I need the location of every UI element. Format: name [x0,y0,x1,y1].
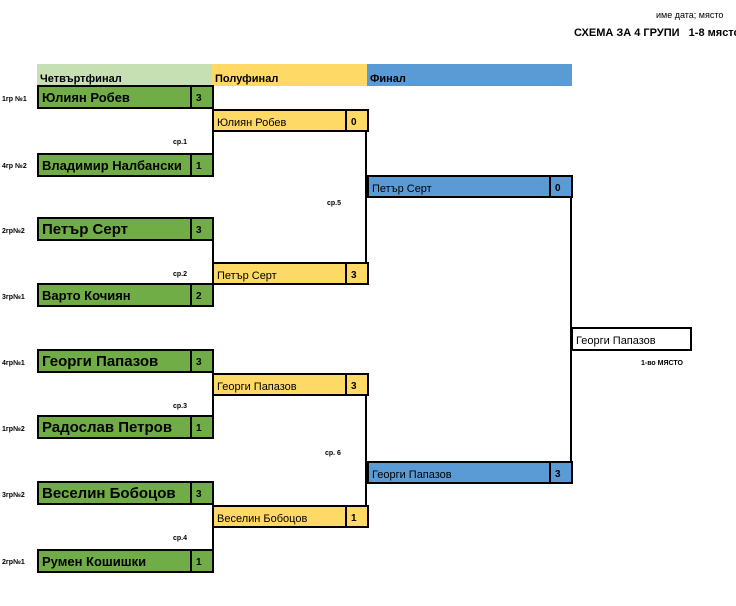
seed-label: 4гр №2 [2,163,27,170]
player-name: Георги Папазов [217,380,297,393]
winner-label: 1-во МЯСТО [641,360,683,367]
player-name: Юлиян Робев [217,116,287,129]
player-name: Юлиян Робев [42,89,130,105]
player-score: 3 [190,483,212,503]
quarterfinal-entry: Петър Серт 3 [37,217,214,241]
player-score: 3 [190,219,212,239]
final-entry: Петър Серт 0 [367,175,573,198]
quarterfinal-entry: Веселин Бобоцов 3 [37,481,214,505]
player-name: Веселин Бобоцов [217,512,308,525]
round-header-semifinal: Полуфинал [212,64,367,86]
player-score: 0 [549,177,571,196]
seed-label: 2гр№2 [2,228,25,235]
semifinal-entry: Веселин Бобоцов 1 [212,505,369,528]
quarterfinal-entry: Румен Кошишки 1 [37,549,214,573]
match-label: ср.4 [173,535,188,542]
match-label: ср. 6 [325,450,341,457]
match-label: ср.5 [327,200,342,207]
player-name: Радослав Петров [42,418,173,436]
player-score: 1 [190,155,212,175]
player-name: Веселин Бобоцов [42,484,176,502]
connector-line [365,395,367,508]
player-score: 1 [190,551,212,571]
player-name: Петър Серт [217,269,277,282]
page-title: СХЕМА ЗА 4 ГРУПИ 1-8 място [574,27,736,39]
quarterfinal-entry: Юлиян Робев 3 [37,85,214,109]
seed-label: 3гр№2 [2,492,25,499]
match-label: ср.1 [173,139,188,146]
final-entry: Георги Папазов 3 [367,461,573,484]
match-label: ср.3 [173,403,188,410]
seed-label: 1гр №1 [2,96,27,103]
quarterfinal-entry: Радослав Петров 1 [37,415,214,439]
connector-line [212,108,214,156]
seed-label: 1гр№2 [2,426,25,433]
player-score: 0 [345,111,367,130]
quarterfinal-entry: Владимир Налбански 1 [37,153,214,177]
connector-line [212,504,214,552]
player-name: Георги Папазов [42,352,159,370]
player-score: 1 [190,417,212,437]
winner-name: Георги Папазов [576,335,656,347]
semifinal-entry: Георги Папазов 3 [212,373,369,396]
semifinal-entry: Петър Серт 3 [212,262,369,285]
player-score: 3 [345,264,367,283]
semifinal-entry: Юлиян Робев 0 [212,109,369,132]
event-info: име дата; място [656,10,724,20]
round-header-final: Финал [367,64,572,86]
match-label: ср.2 [173,271,188,278]
player-score: 3 [190,351,212,371]
player-name: Петър Серт [42,220,129,238]
player-name: Петър Серт [372,182,432,195]
player-name: Владимир Налбански [42,157,182,173]
player-name: Георги Папазов [372,468,452,481]
player-score: 3 [190,87,212,107]
winner-entry: Георги Папазов [571,327,692,351]
round-header-quarterfinal: Четвъртфинал [37,64,212,86]
quarterfinal-entry: Варто Кочиян 2 [37,283,214,307]
player-score: 1 [345,507,367,526]
player-name: Варто Кочиян [42,287,131,303]
player-score: 3 [345,375,367,394]
player-score: 2 [190,285,212,305]
player-score: 3 [549,463,571,482]
connector-line [365,131,367,264]
seed-label: 3гр№1 [2,294,25,301]
seed-label: 2гр№1 [2,559,25,566]
seed-label: 4гр№1 [2,360,25,367]
player-name: Румен Кошишки [42,553,147,569]
quarterfinal-entry: Георги Папазов 3 [37,349,214,373]
